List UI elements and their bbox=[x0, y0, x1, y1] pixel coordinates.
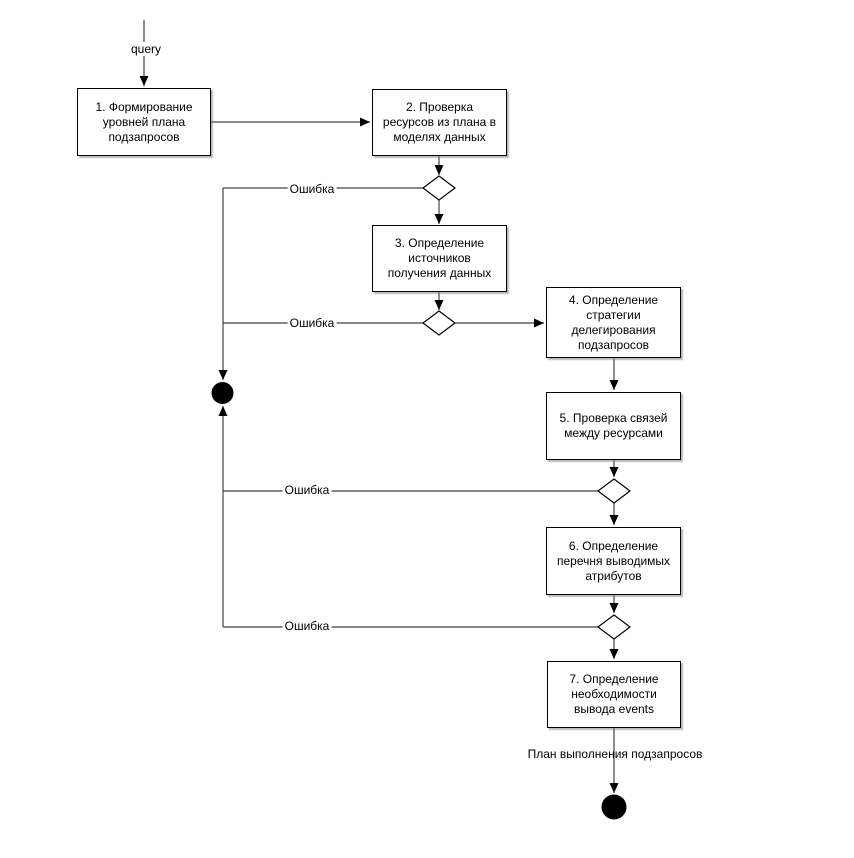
final-node bbox=[601, 794, 627, 820]
output-edge-label: План выполнения подзапросов bbox=[527, 747, 703, 761]
activity-node-3: 3. Определение источников получения данн… bbox=[372, 225, 507, 292]
decision-diamond-3 bbox=[597, 478, 631, 504]
activity-node-2: 2. Проверка ресурсов из плана в моделях … bbox=[372, 89, 507, 156]
start-edge-label: query bbox=[128, 42, 164, 56]
decision-diamond-4 bbox=[597, 614, 631, 640]
activity-node-4: 4. Определение стратегии делегирования п… bbox=[546, 287, 681, 358]
activity-node-5: 5. Проверка связей между ресурсами bbox=[546, 392, 681, 460]
error-label-3: Ошибка bbox=[282, 483, 332, 497]
activity-node-7: 7. Определение необходимости вывода even… bbox=[547, 661, 681, 728]
decision-diamond-1 bbox=[422, 175, 456, 201]
decision-diamond-2 bbox=[422, 310, 456, 336]
activity-node-1: 1. Формирование уровней плана подзапросо… bbox=[77, 88, 211, 156]
error-label-2: Ошибка bbox=[287, 316, 337, 330]
merge-node bbox=[211, 382, 234, 404]
activity-node-6: 6. Определение перечня выводимых атрибут… bbox=[546, 527, 681, 595]
error-label-1: Ошибка bbox=[287, 182, 337, 196]
error-label-4: Ошибка bbox=[282, 619, 332, 633]
